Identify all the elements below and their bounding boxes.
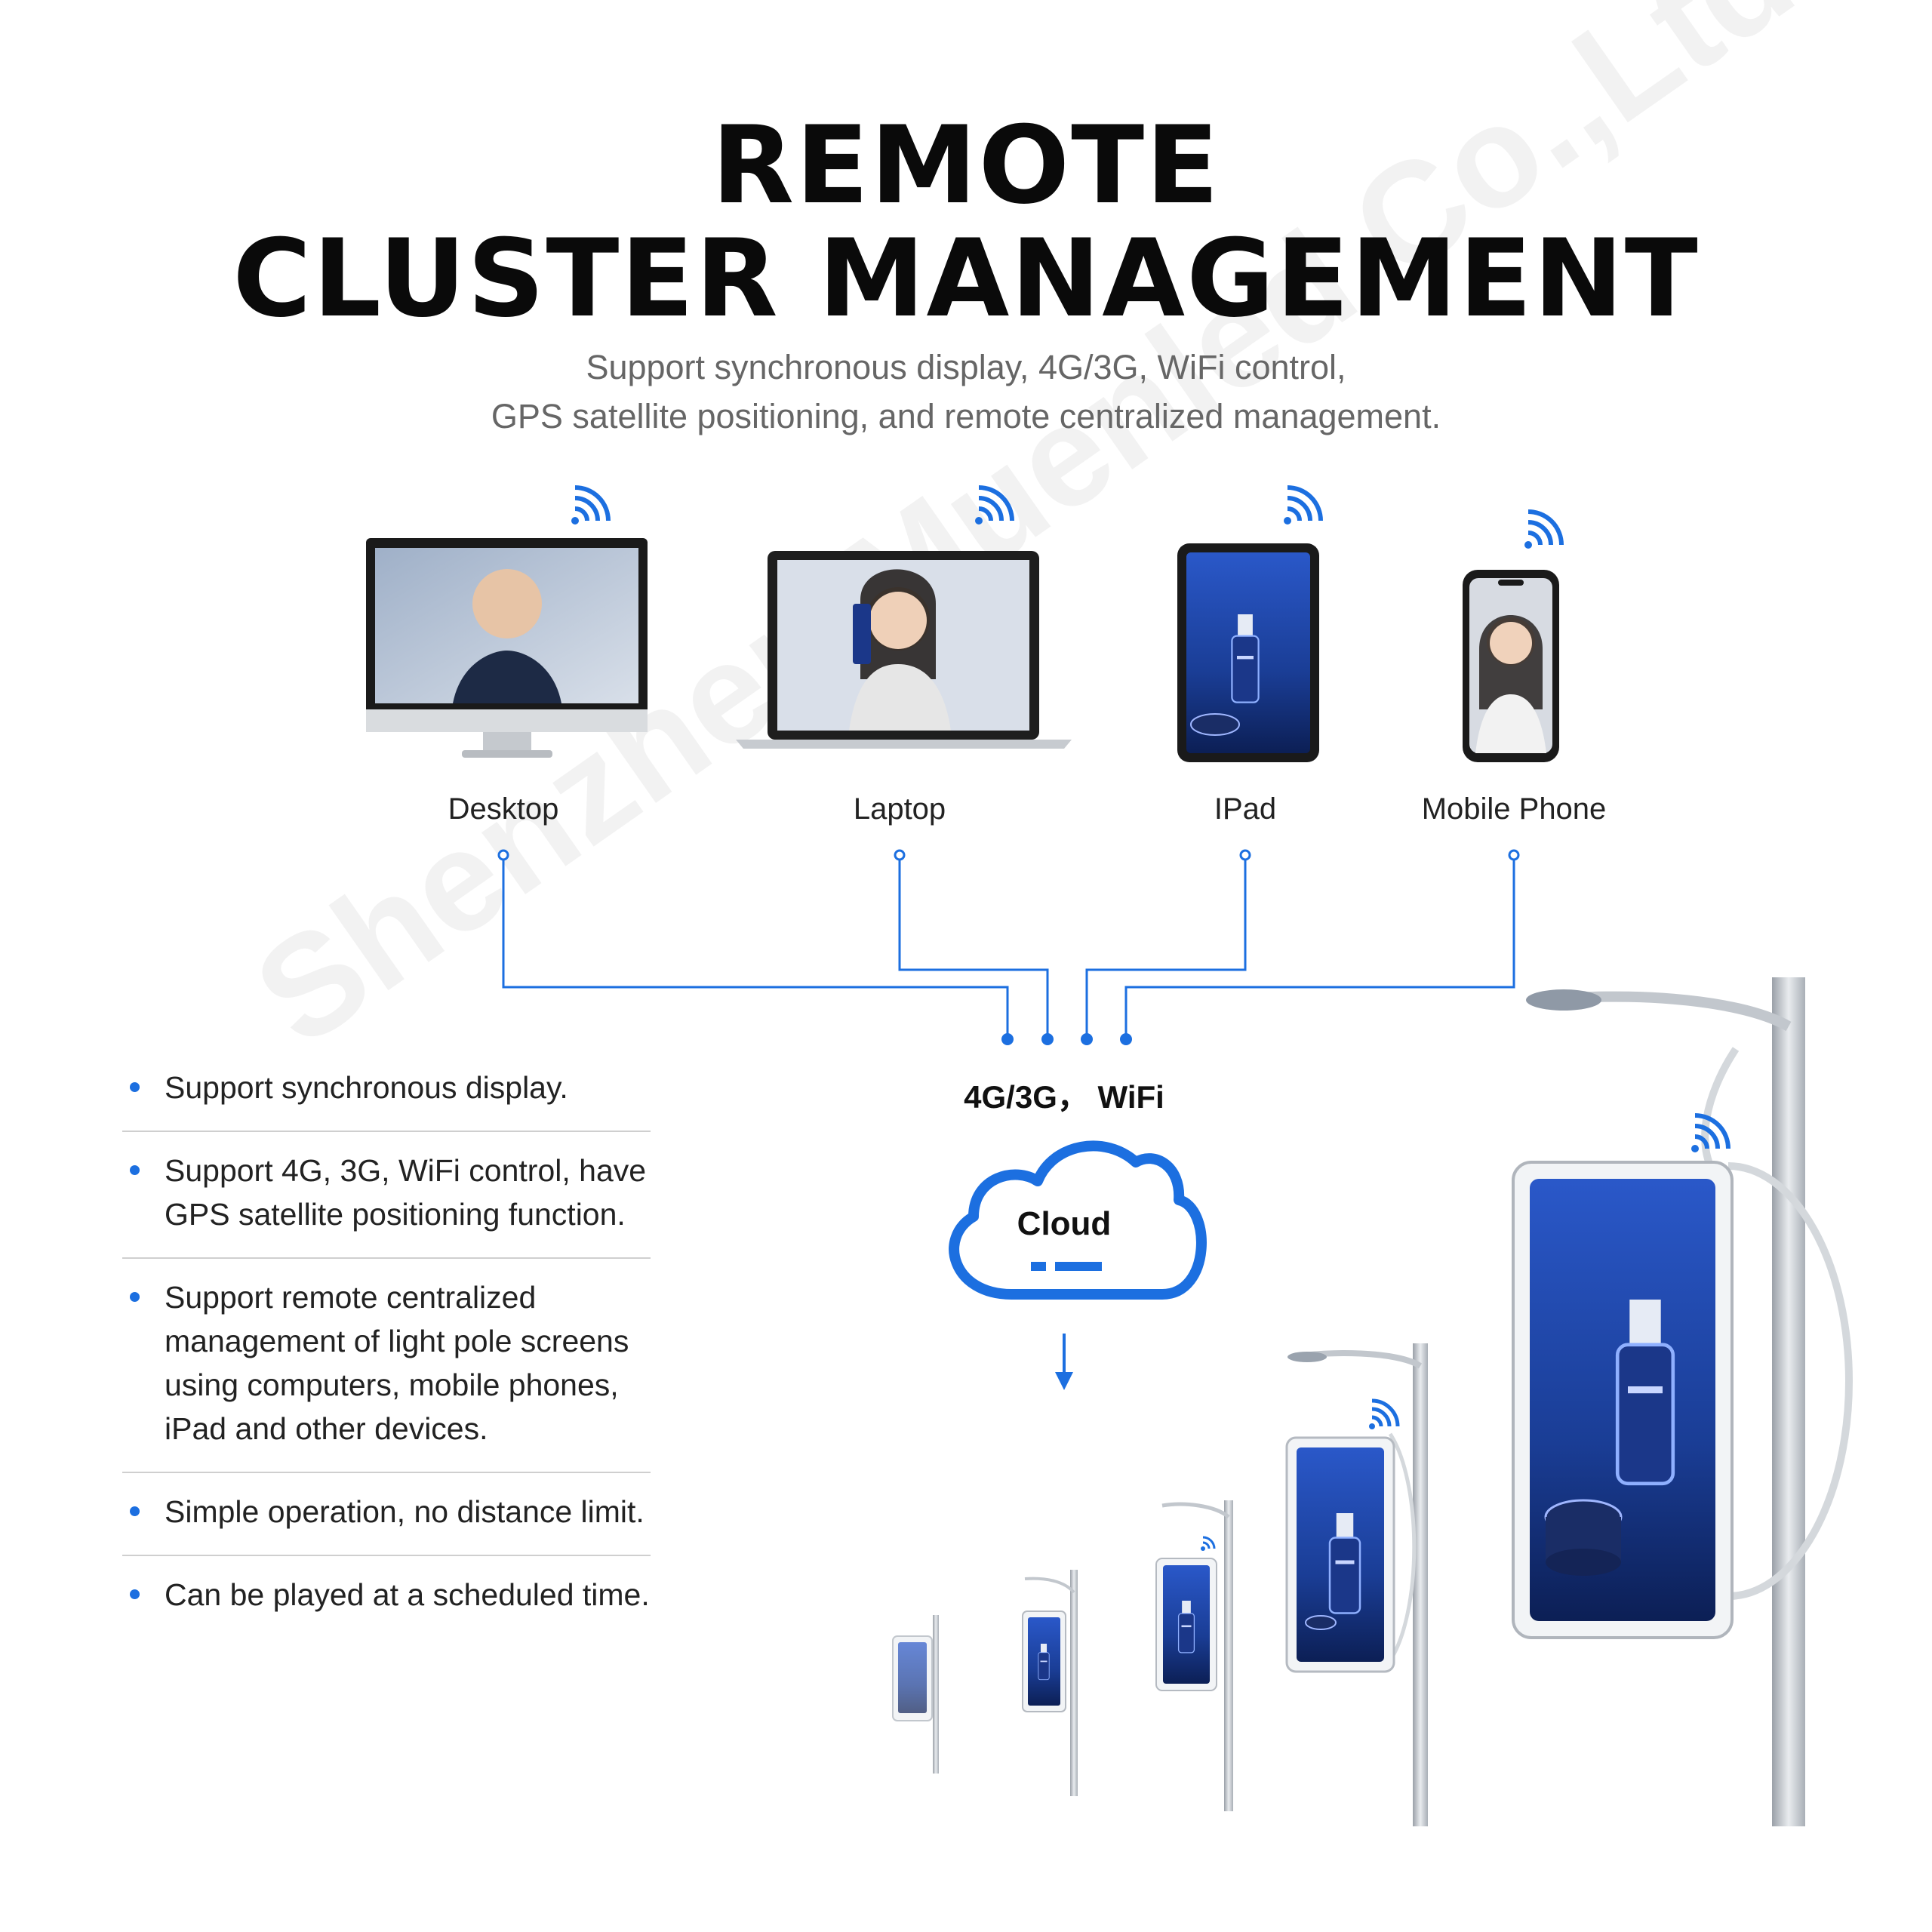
tablet-icon [1177, 543, 1319, 762]
bullet-icon [130, 1589, 140, 1599]
network-label: 4G/3G， WiFi [964, 1079, 1164, 1115]
connector-endpoints [497, 849, 1520, 1045]
device-label-ipad: IPad [1214, 792, 1277, 826]
connector-lines [502, 855, 1515, 1038]
feature-item: Support remote centralized management of… [122, 1259, 651, 1473]
cloud-icon [949, 1140, 1207, 1300]
device-label-desktop: Desktop [448, 792, 559, 826]
light-pole-screen-2 [1022, 1570, 1078, 1796]
feature-text: Support synchronous display. [165, 1070, 568, 1105]
device-label-laptop: Laptop [853, 792, 946, 826]
wifi-icon [1369, 1398, 1400, 1429]
device-label-mobile-phone: Mobile Phone [1421, 792, 1607, 826]
bullet-icon [130, 1292, 140, 1302]
wifi-icon [975, 485, 1014, 525]
bullet-icon [130, 1082, 140, 1092]
down-arrow-icon [1055, 1334, 1073, 1390]
cloud-label: Cloud [1017, 1205, 1112, 1242]
feature-item: Support synchronous display. [122, 1049, 651, 1132]
feature-item: Simple operation, no distance limit. [122, 1473, 651, 1556]
bullet-icon [130, 1506, 140, 1516]
light-pole-screen-4 [1285, 1343, 1428, 1826]
feature-item: Support 4G, 3G, WiFi control, have GPS s… [122, 1132, 651, 1259]
light-pole-screen-5 [1512, 977, 1853, 1826]
mobile-phone-icon [1463, 570, 1559, 762]
wifi-icon [1201, 1536, 1216, 1551]
wifi-icon [1284, 485, 1323, 525]
wifi-icon [571, 485, 611, 525]
wifi-icon [1691, 1113, 1730, 1152]
feature-list: Support synchronous display. Support 4G,… [122, 1049, 651, 1638]
feature-item: Can be played at a scheduled time. [122, 1556, 651, 1638]
feature-text: Can be played at a scheduled time. [165, 1577, 650, 1612]
subtitle-line-1: Support synchronous display, 4G/3G, WiFi… [586, 348, 1346, 386]
light-pole-screen-3 [1155, 1500, 1233, 1811]
feature-text: Simple operation, no distance limit. [165, 1494, 645, 1529]
subtitle-line-2: GPS satellite positioning, and remote ce… [491, 397, 1441, 435]
bullet-icon [130, 1165, 140, 1175]
desktop-monitor-icon [366, 538, 648, 758]
light-pole-screen-1 [892, 1615, 939, 1774]
wifi-icon [1524, 509, 1564, 549]
title-line-1: REMOTE [711, 103, 1221, 228]
laptop-icon [736, 551, 1072, 749]
feature-text: Support remote centralized management of… [165, 1280, 629, 1446]
feature-text: Support 4G, 3G, WiFi control, have GPS s… [165, 1153, 647, 1232]
title-line-2: CLUSTER MANAGEMENT [232, 217, 1700, 341]
